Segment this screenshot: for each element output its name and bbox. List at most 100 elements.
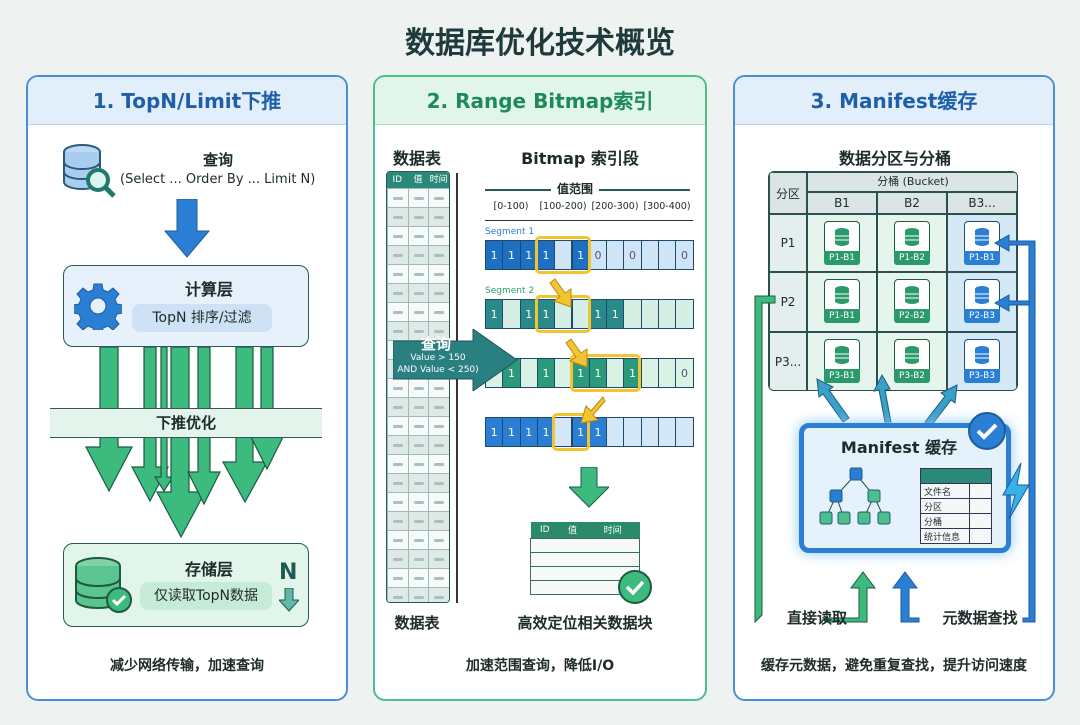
table-col-header: 时间 <box>429 175 448 185</box>
range-highlight <box>570 354 641 392</box>
panel-header: 3. Manifest缓存 <box>735 77 1053 125</box>
data-file-icon[interactable]: P1-B1 <box>824 279 860 323</box>
tree-icon <box>819 467 891 525</box>
database-icon <box>905 346 919 364</box>
pushdown-band: 下推优化 <box>50 408 322 438</box>
n-label: N <box>279 560 298 585</box>
meta-lookup-label: 元数据查找 <box>942 609 1018 627</box>
database-icon <box>905 228 919 246</box>
segment-label: Segment 2 <box>485 286 535 296</box>
bucket-header: 分桶 (Bucket) <box>807 172 1017 192</box>
manifest-field: 文件名 <box>920 483 970 499</box>
arrow-down-icon <box>279 588 299 612</box>
table-row <box>387 530 449 549</box>
database-icon <box>975 286 989 304</box>
query-cond1: Value > 150 <box>410 353 466 363</box>
table-bottom-label: 数据表 <box>394 614 440 632</box>
table-row <box>387 416 449 435</box>
table-row <box>387 264 449 283</box>
partition-header: 分区 <box>769 172 807 214</box>
panel-header: 2. Range Bitmap索引 <box>375 77 705 125</box>
data-file-icon[interactable]: P1-B1 <box>824 221 860 265</box>
storage-title: 存储层 <box>184 560 233 579</box>
table-row <box>387 568 449 587</box>
page-title: 数据库优化技术概览 <box>405 26 675 61</box>
compute-sub: TopN 排序/过滤 <box>132 304 272 332</box>
database-check-icon <box>75 557 132 613</box>
file-label: P3-B2 <box>894 369 930 383</box>
pushdown-label: 下推优化 <box>155 414 216 432</box>
manifest-title: Manifest 缓存 <box>840 438 958 457</box>
query-title: 查询 <box>202 151 233 169</box>
bitmap-title: Bitmap 索引段 <box>521 149 639 168</box>
arrow-down-icon <box>164 199 210 258</box>
table-row <box>387 207 449 226</box>
check-icon <box>618 570 652 604</box>
data-file-icon[interactable]: P3-B2 <box>894 339 930 383</box>
range-tick-label: [0-100) <box>493 201 529 212</box>
table-row <box>387 454 449 473</box>
table-row <box>387 435 449 454</box>
segment-label: Segment 1 <box>485 227 535 237</box>
table-col-header: ID <box>392 175 403 185</box>
result-col-header: 时间 <box>603 526 622 537</box>
range-scale <box>485 220 693 221</box>
lightning-icon <box>1002 463 1030 519</box>
check-badge-icon <box>968 412 1006 450</box>
manifest-field: 统计信息 <box>920 528 970 544</box>
range-tick-label: [300-400) <box>643 201 691 212</box>
database-search-icon <box>63 144 116 198</box>
file-label: P2-B3 <box>964 309 1000 323</box>
bucket-column-header: B3... <box>947 192 1017 214</box>
range-tick-label: [200-300) <box>591 201 639 212</box>
database-icon <box>905 286 919 304</box>
range-tick-label: [100-200) <box>539 201 587 212</box>
partition-row-header: P1 <box>769 214 807 272</box>
result-table: ID 值 时间 <box>530 522 640 595</box>
result-caption: 高效定位相关数据块 <box>517 614 653 632</box>
manifest-field: 分区 <box>920 498 970 514</box>
file-label: P1-B1 <box>964 251 1000 265</box>
pushdown-arrows <box>85 347 284 539</box>
bitmap-bit <box>675 417 694 447</box>
table-col-header: 值 <box>413 175 423 185</box>
range-highlight <box>535 236 591 274</box>
database-icon <box>835 286 849 304</box>
table-row <box>387 188 449 207</box>
gear-icon <box>74 283 122 330</box>
table-bracket <box>456 173 458 603</box>
table-row <box>387 321 449 340</box>
table-row <box>387 473 449 492</box>
data-file-icon[interactable]: P2-B2 <box>894 279 930 323</box>
compute-layer: 计算层 TopN 排序/过滤 <box>63 265 309 347</box>
query-cond2: AND Value < 250) <box>397 365 479 375</box>
table-row <box>387 283 449 302</box>
data-file-icon[interactable]: P1-B2 <box>894 221 930 265</box>
storage-sub: 仅读取TopN数据 <box>140 582 272 610</box>
query-title: 查询 <box>420 335 451 353</box>
panel-range-bitmap: 2. Range Bitmap索引 数据表 ID 值 时间 数据表 Bitmap… <box>373 75 707 701</box>
data-file-icon[interactable]: P3-B3 <box>964 339 1000 383</box>
data-file-icon[interactable]: P3-B1 <box>824 339 860 383</box>
direct-read-label: 直接读取 <box>786 609 847 627</box>
result-col-header: ID <box>539 524 550 535</box>
partition-row-header: P3... <box>769 332 807 390</box>
query-sql: (Select ... Order By ... Limit N) <box>120 172 316 187</box>
database-icon <box>975 346 989 364</box>
file-label: P3-B3 <box>964 369 1000 383</box>
file-label: P3-B1 <box>824 369 860 383</box>
table-row <box>387 549 449 568</box>
range-highlight <box>552 413 590 451</box>
table-row <box>387 587 449 602</box>
compute-title: 计算层 <box>184 280 233 299</box>
storage-layer: 存储层 仅读取TopN数据 N <box>63 543 309 627</box>
bucket-column-header: B2 <box>877 192 947 214</box>
file-label: P2-B2 <box>894 309 930 323</box>
table-title: 数据表 <box>392 149 441 168</box>
result-col-header: 值 <box>567 526 577 537</box>
bucket-column-header: B1 <box>807 192 877 214</box>
data-file-icon[interactable]: P2-B3 <box>964 279 1000 323</box>
panel-topn-limit: 1. TopN/Limit下推 查询 (Select ... Order By … <box>26 75 348 701</box>
